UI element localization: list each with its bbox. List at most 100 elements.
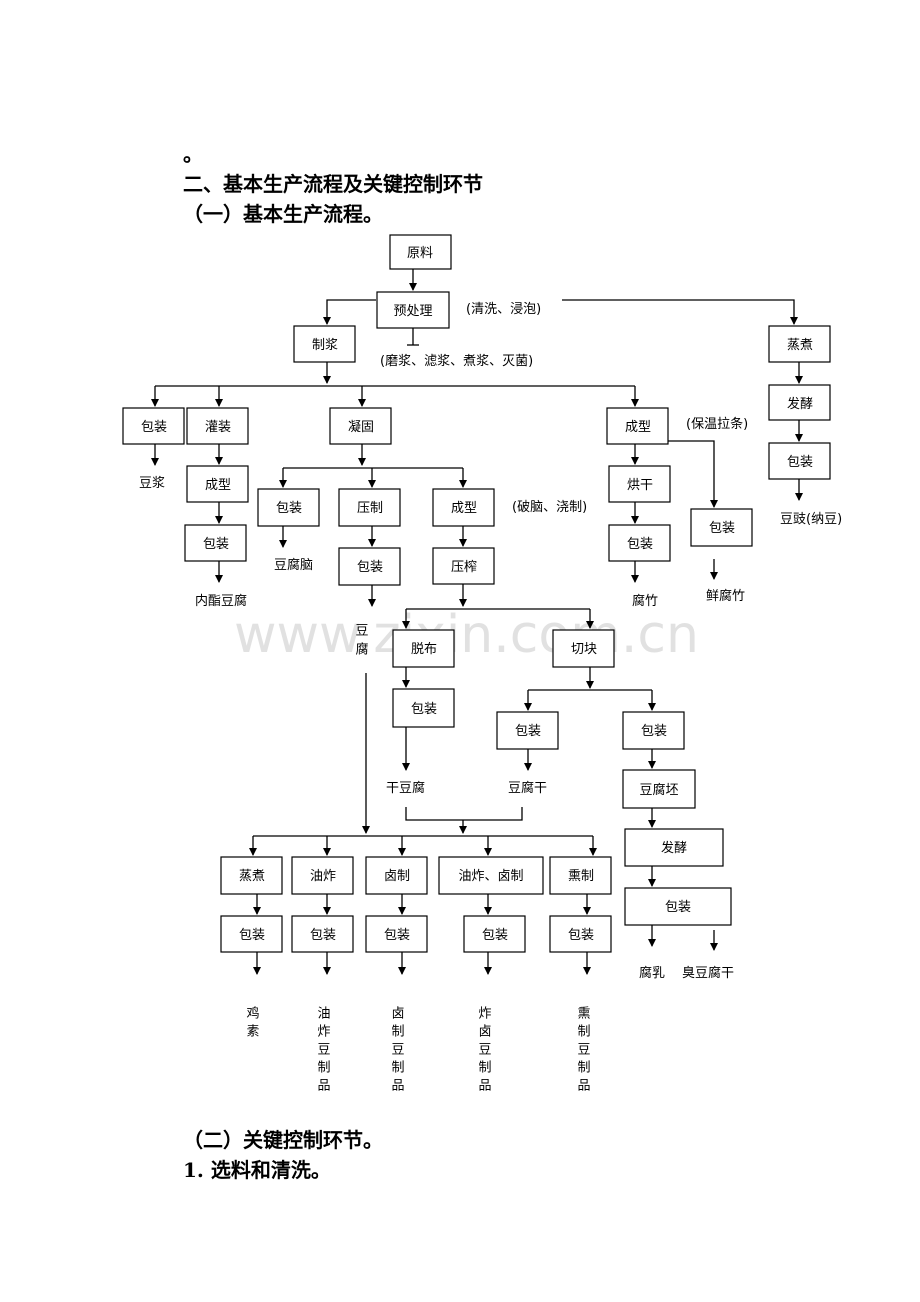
node-luzhi: 卤制	[365, 856, 428, 895]
node-zhengzhu-right: 蒸煮	[768, 325, 831, 363]
node-label: 成型	[451, 501, 477, 516]
product-doufunao: 豆腐脑	[274, 558, 313, 573]
node-xunzhi: 熏制	[549, 856, 612, 895]
node-baozhuang-xian: 包装	[690, 508, 753, 547]
node-label: 包装	[141, 420, 167, 435]
node-label: 脱布	[411, 642, 437, 657]
product-doufu: 豆腐	[353, 623, 369, 661]
node-label: 油炸、卤制	[458, 868, 523, 884]
product-jisu: 鸡素	[244, 1005, 260, 1042]
product-neizhi: 内酯豆腐	[195, 593, 247, 609]
heading-period: 。	[183, 142, 203, 166]
node-label: 包装	[515, 724, 541, 739]
node-ninggu: 凝固	[329, 407, 392, 445]
node-label: 蒸煮	[239, 869, 265, 884]
node-pkg-2: 包装	[291, 915, 354, 953]
node-label: 发酵	[787, 396, 813, 412]
node-guanzhuang: 灌装	[186, 407, 249, 445]
node-label: 包装	[787, 455, 813, 470]
node-label: 原料	[407, 246, 433, 261]
node-zhengzhu-2: 蒸煮	[220, 856, 283, 895]
product-douchi: 豆豉(纳豆)	[780, 512, 842, 527]
product-doufugan: 豆腐干	[508, 781, 547, 796]
node-pkg-1: 包装	[220, 915, 283, 953]
node-label: 成型	[625, 420, 651, 435]
watermark: www.zixin.com.cn	[234, 605, 699, 665]
product-doujiang: 豆浆	[139, 476, 165, 491]
node-yuchuli: 预处理	[376, 291, 450, 329]
node-label: 烘干	[627, 478, 653, 493]
annotation-qingxi: (清洗、浸泡)	[466, 302, 541, 317]
node-label: 发酵	[661, 840, 687, 856]
node-honggan: 烘干	[608, 465, 671, 503]
annotation-baowen: (保温拉条)	[686, 416, 748, 432]
node-label: 制浆	[312, 338, 338, 353]
node-baozhuang-i: 包装	[496, 711, 559, 750]
node-baozhuang-j: 包装	[622, 711, 685, 750]
node-qiekuai: 切块	[552, 629, 615, 668]
node-label: 凝固	[348, 419, 374, 435]
annotation-mojiang: (磨浆、滤浆、煮浆、灭菌)	[380, 354, 533, 369]
node-label: 包装	[482, 928, 508, 943]
node-label: 灌装	[205, 420, 231, 435]
product-fuzhu: 腐竹	[632, 594, 658, 609]
node-label: 预处理	[393, 304, 432, 319]
node-baozhuang-d: 包装	[184, 524, 247, 562]
product-xunzhi-doupin: 熏制豆制品	[575, 1006, 591, 1096]
node-chengxing-right: 成型	[606, 407, 669, 445]
product-gandoufu: 干豆腐	[386, 781, 425, 796]
heading-section-2: 二、基本生产流程及关键控制环节	[183, 172, 483, 196]
node-doufupi: 豆腐坯	[622, 769, 696, 809]
annotation-ponao: (破脑、浇制)	[512, 500, 587, 515]
node-tuobu: 脱布	[392, 629, 455, 668]
node-label: 切块	[571, 642, 597, 657]
node-label: 卤制	[384, 868, 410, 884]
node-fajiao-right: 发酵	[768, 384, 831, 421]
node-baozhuang-right: 包装	[768, 442, 831, 480]
node-label: 包装	[276, 501, 302, 516]
node-yuanliao: 原料	[389, 234, 452, 270]
node-pkg-4: 包装	[463, 915, 526, 953]
node-label: 包装	[411, 702, 437, 717]
node-label: 成型	[205, 478, 231, 493]
node-label: 包装	[384, 928, 410, 943]
node-baozhuang-f: 包装	[392, 688, 455, 728]
node-label: 豆腐坯	[639, 783, 678, 798]
node-pkg-3: 包装	[365, 915, 428, 953]
product-youzha-doupin: 油炸豆制品	[315, 1006, 331, 1096]
node-label: 包装	[310, 928, 336, 943]
product-zhalu-doupin: 炸卤豆制品	[476, 1006, 492, 1096]
node-label: 包装	[568, 928, 594, 943]
node-baozhuang-e: 包装	[608, 524, 671, 562]
node-label: 蒸煮	[787, 338, 813, 353]
node-baozhuang-b: 包装	[257, 488, 320, 527]
node-youzha: 油炸	[291, 856, 354, 895]
product-choudoufugan: 臭豆腐干	[682, 966, 734, 981]
heading-item-1: 1. 选料和清洗。	[183, 1158, 331, 1182]
node-chengxing-center: 成型	[432, 488, 495, 527]
node-label: 包装	[665, 900, 691, 915]
node-label: 包装	[709, 521, 735, 536]
product-xianfuzhu: 鲜腐竹	[706, 589, 745, 604]
node-baozhuang-h: 包装	[338, 547, 401, 586]
product-luzhi-doupin: 卤制豆制品	[389, 1005, 405, 1096]
node-label: 压榨	[451, 559, 477, 575]
node-label: 包装	[627, 537, 653, 552]
heading-sub-2: （二）关键控制环节。	[183, 1128, 383, 1152]
node-yazhi: 压制	[338, 488, 401, 527]
node-label: 压制	[357, 501, 383, 516]
node-pkg-5: 包装	[549, 915, 612, 953]
node-fajiao-2: 发酵	[624, 828, 724, 867]
node-yazha: 压榨	[432, 547, 495, 585]
heading-sub-1: （一）基本生产流程。	[183, 202, 383, 226]
node-baozhuang-a: 包装	[122, 407, 185, 445]
node-label: 包装	[357, 560, 383, 575]
node-label: 包装	[239, 928, 265, 943]
node-label: 油炸	[310, 869, 336, 884]
node-youzha-luzhi: 油炸、卤制	[438, 856, 544, 895]
node-chengxing-guan: 成型	[186, 465, 249, 503]
node-label: 包装	[203, 537, 229, 552]
node-label: 包装	[641, 724, 667, 739]
product-furu: 腐乳	[639, 966, 665, 981]
